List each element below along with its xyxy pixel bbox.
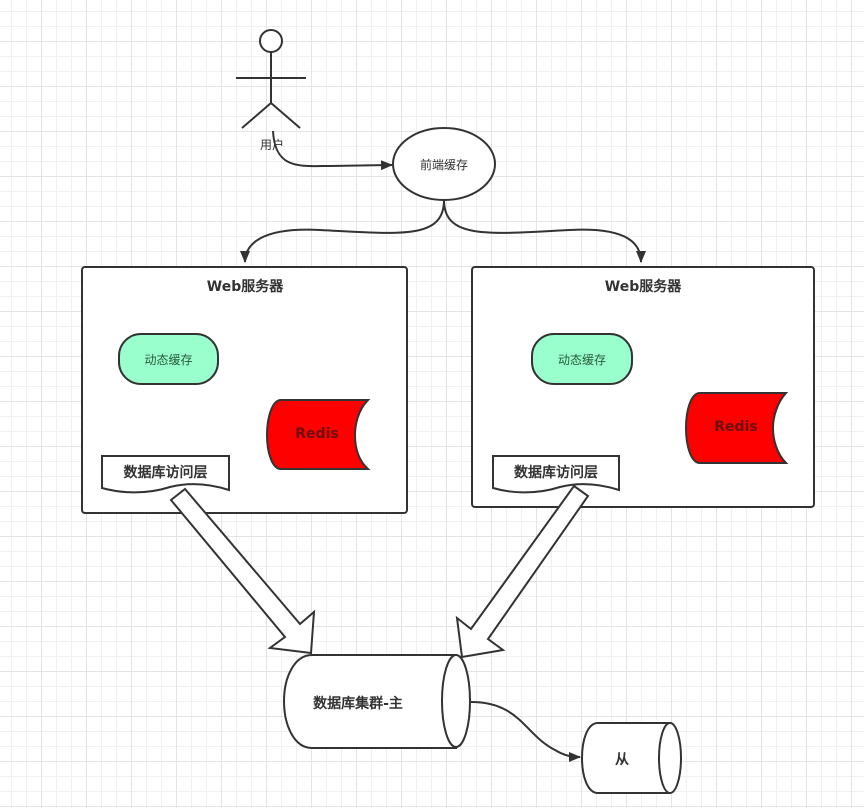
block-arrow-server-1-to-db[interactable] <box>169 487 316 655</box>
frontend-to-server-1-connector[interactable] <box>240 199 445 263</box>
db-master-label: 数据库集群-主 <box>313 696 403 712</box>
db-slave-label: 从 <box>615 752 629 768</box>
db-slave-node[interactable] <box>580 722 682 794</box>
user-label: 用户 <box>259 138 284 152</box>
db-access-2-label: 数据库访问层 <box>514 465 598 481</box>
dynamic-cache-1-label: 动态缓存 <box>144 353 193 367</box>
db-master-node[interactable] <box>282 654 471 749</box>
db-access-1-label: 数据库访问层 <box>123 465 208 481</box>
frontend-cache-label: 前端缓存 <box>419 158 468 172</box>
redis-1-node[interactable] <box>265 399 371 470</box>
master-to-slave-connector[interactable] <box>470 701 581 762</box>
dynamic-cache-2-label: 动态缓存 <box>557 353 606 367</box>
web-server-1-title: Web服务器 <box>206 279 284 295</box>
db-access-2-node[interactable] <box>492 455 620 494</box>
web-server-2-title: Web服务器 <box>604 279 682 295</box>
redis-2-label: Redis <box>714 419 758 435</box>
user-to-frontend-connector[interactable] <box>272 130 393 171</box>
db-access-1-node[interactable] <box>101 455 230 494</box>
user-actor-icon[interactable] <box>236 29 306 129</box>
frontend-to-server-2-connector[interactable] <box>443 199 646 263</box>
dynamic-cache-1-node[interactable] <box>118 333 219 385</box>
redis-2-node[interactable] <box>684 392 789 464</box>
dynamic-cache-2-node[interactable] <box>531 333 633 385</box>
block-arrow-server-2-to-db[interactable] <box>455 484 590 659</box>
redis-1-label: Redis <box>295 426 339 442</box>
